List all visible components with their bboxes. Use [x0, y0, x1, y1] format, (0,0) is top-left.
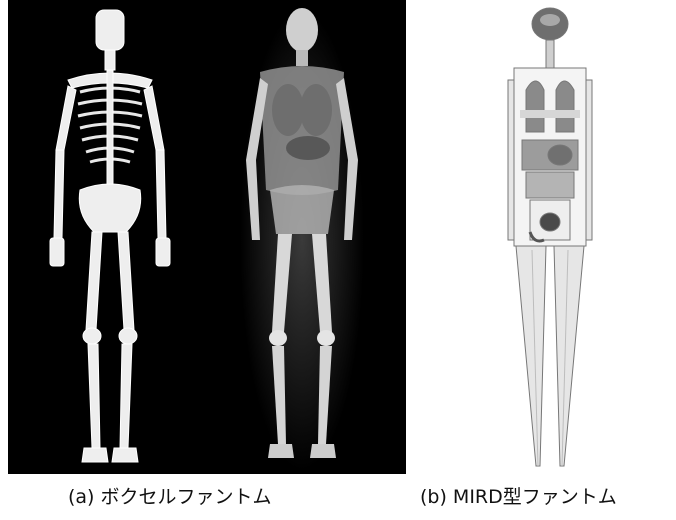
caption-voxel-phantom: (a) ボクセルファントム — [68, 482, 272, 509]
skeleton-figure — [50, 10, 170, 462]
caption-mird-phantom: (b) MIRD型ファントム — [420, 482, 617, 509]
mird-phantom-svg — [500, 0, 600, 474]
voxel-body-figure — [240, 8, 364, 470]
voxel-phantom-image — [8, 0, 406, 474]
voxel-phantom-svg — [8, 0, 406, 474]
mird-phantom-image — [500, 0, 600, 474]
